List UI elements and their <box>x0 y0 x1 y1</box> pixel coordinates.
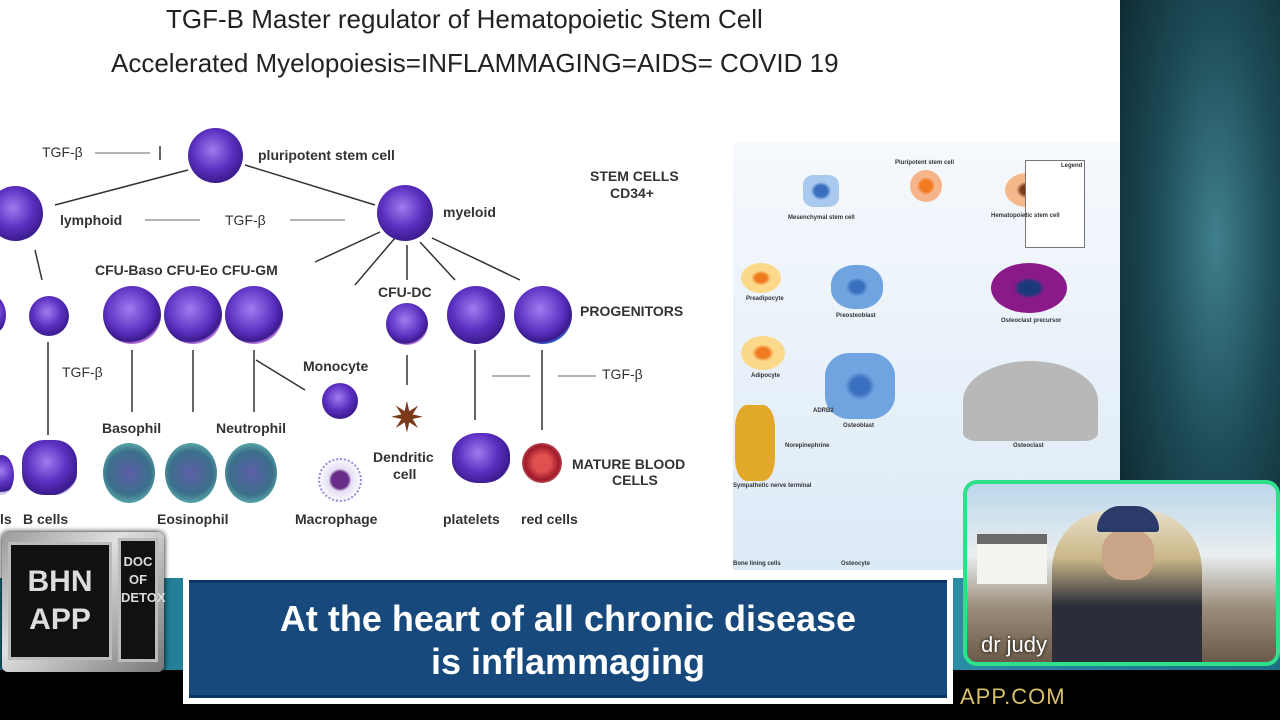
tgf-beta-label: TGF-β <box>602 366 643 382</box>
progenitor-cell <box>447 286 505 344</box>
red-cells <box>522 443 562 483</box>
mature-blood-label: MATURE BLOOD <box>572 456 686 472</box>
right-label: Preosteoblast <box>836 313 876 319</box>
logo-right-face: DOC OF DETOX <box>118 538 166 662</box>
cd34-label: CD34+ <box>610 185 654 201</box>
progenitor-cell <box>29 296 69 336</box>
caption-line-1: At the heart of all chronic disease <box>279 598 857 639</box>
monocyte-cell <box>322 383 358 419</box>
mature-cells-label: CELLS <box>612 472 658 488</box>
caption-box: At the heart of all chronic disease is i… <box>183 574 953 704</box>
platelets-label: platelets <box>443 511 500 527</box>
platelets-cell <box>452 433 510 483</box>
pluripotent-stem-cell <box>188 128 243 183</box>
dendritic-cell-label: cell <box>393 466 417 482</box>
eosinophil-cell <box>165 443 217 503</box>
cfu-label: CFU-Baso CFU-Eo CFU-GM <box>95 262 278 278</box>
right-label: Osteocyte <box>841 561 871 567</box>
presenter-name: dr judy <box>981 632 1048 657</box>
house <box>977 534 1047 584</box>
caption-line-2: is inflammaging <box>430 641 706 682</box>
cfu-dc-label: CFU-DC <box>378 284 432 300</box>
t-cells <box>0 455 14 495</box>
myeloid-label: myeloid <box>443 204 496 220</box>
pluripotent-label: pluripotent stem cell <box>258 147 395 163</box>
lymphoid-label: lymphoid <box>60 212 123 228</box>
right-label: Norepinephrine <box>785 443 830 449</box>
ticker-text: APP.COM <box>960 684 1066 709</box>
monocyte-label: Monocyte <box>303 358 369 374</box>
presenter-cap <box>1097 506 1159 532</box>
dendritic-cell-icon: ✷ <box>389 394 425 441</box>
tgf-beta-label: TGF-β <box>62 364 103 380</box>
stem-cells-label: STEM CELLS <box>590 168 679 184</box>
cfu-baso-cell <box>103 286 161 344</box>
b-cells <box>22 440 77 495</box>
bhn-app-logo: BHN APP DOC OF DETOX <box>2 532 166 672</box>
macrophage-cell <box>318 458 362 502</box>
macrophage-label: Macrophage <box>295 511 378 527</box>
cfu-gm-cell <box>225 286 283 344</box>
b-cells-label: B cells <box>23 511 69 527</box>
right-label: Pluripotent stem cell <box>895 160 955 166</box>
basophil-label: Basophil <box>102 420 162 436</box>
lineage-arrows <box>34 146 596 435</box>
presentation-slide: TGF-B Master regulator of Hematopoietic … <box>0 0 1120 578</box>
t-cells-label: ls <box>0 511 12 527</box>
right-label: ADRB2 <box>813 408 834 414</box>
progenitors-label: PROGENITORS <box>580 303 684 319</box>
eosinophil-label: Eosinophil <box>157 511 229 527</box>
right-label: Bone lining cells <box>733 561 781 567</box>
dendritic-label: Dendritic <box>373 449 434 465</box>
neutrophil-label: Neutrophil <box>216 420 286 436</box>
right-label: Osteoclast <box>1013 443 1044 449</box>
right-label: Preadipocyte <box>746 296 784 302</box>
cfu-dc-cell <box>386 303 428 345</box>
cfu-eo-cell <box>164 286 222 344</box>
presenter-face <box>1102 530 1154 580</box>
slide-subtitle: Accelerated Myelopoiesis=INFLAMMAGING=AI… <box>111 48 839 78</box>
right-label: Mesenchymal stem cell <box>788 215 855 221</box>
tgf-beta-label: TGF-β <box>42 144 83 160</box>
myeloid-cell <box>377 185 433 241</box>
neutrophil-cell <box>225 443 277 503</box>
logo-left-face: BHN APP <box>8 542 112 660</box>
right-label: Adipocyte <box>751 373 781 379</box>
webcam-feed: dr judy <box>963 480 1280 666</box>
legend-title: Legend <box>1061 163 1083 169</box>
red-cells-label: red cells <box>521 511 578 527</box>
progenitor-cell <box>0 296 6 334</box>
slide-title: TGF-B Master regulator of Hematopoietic … <box>166 4 763 34</box>
right-label: Hematopoietic stem cell <box>991 213 1060 219</box>
basophil-cell <box>103 443 155 503</box>
right-label: Osteoblast <box>843 423 875 429</box>
lymphoid-cell <box>0 186 43 241</box>
right-label: Osteoclast precursor <box>1001 318 1062 324</box>
right-label: Sympathetic nerve terminal <box>733 483 812 489</box>
tgf-beta-label: TGF-β <box>225 212 266 228</box>
progenitor-cell <box>514 286 572 344</box>
